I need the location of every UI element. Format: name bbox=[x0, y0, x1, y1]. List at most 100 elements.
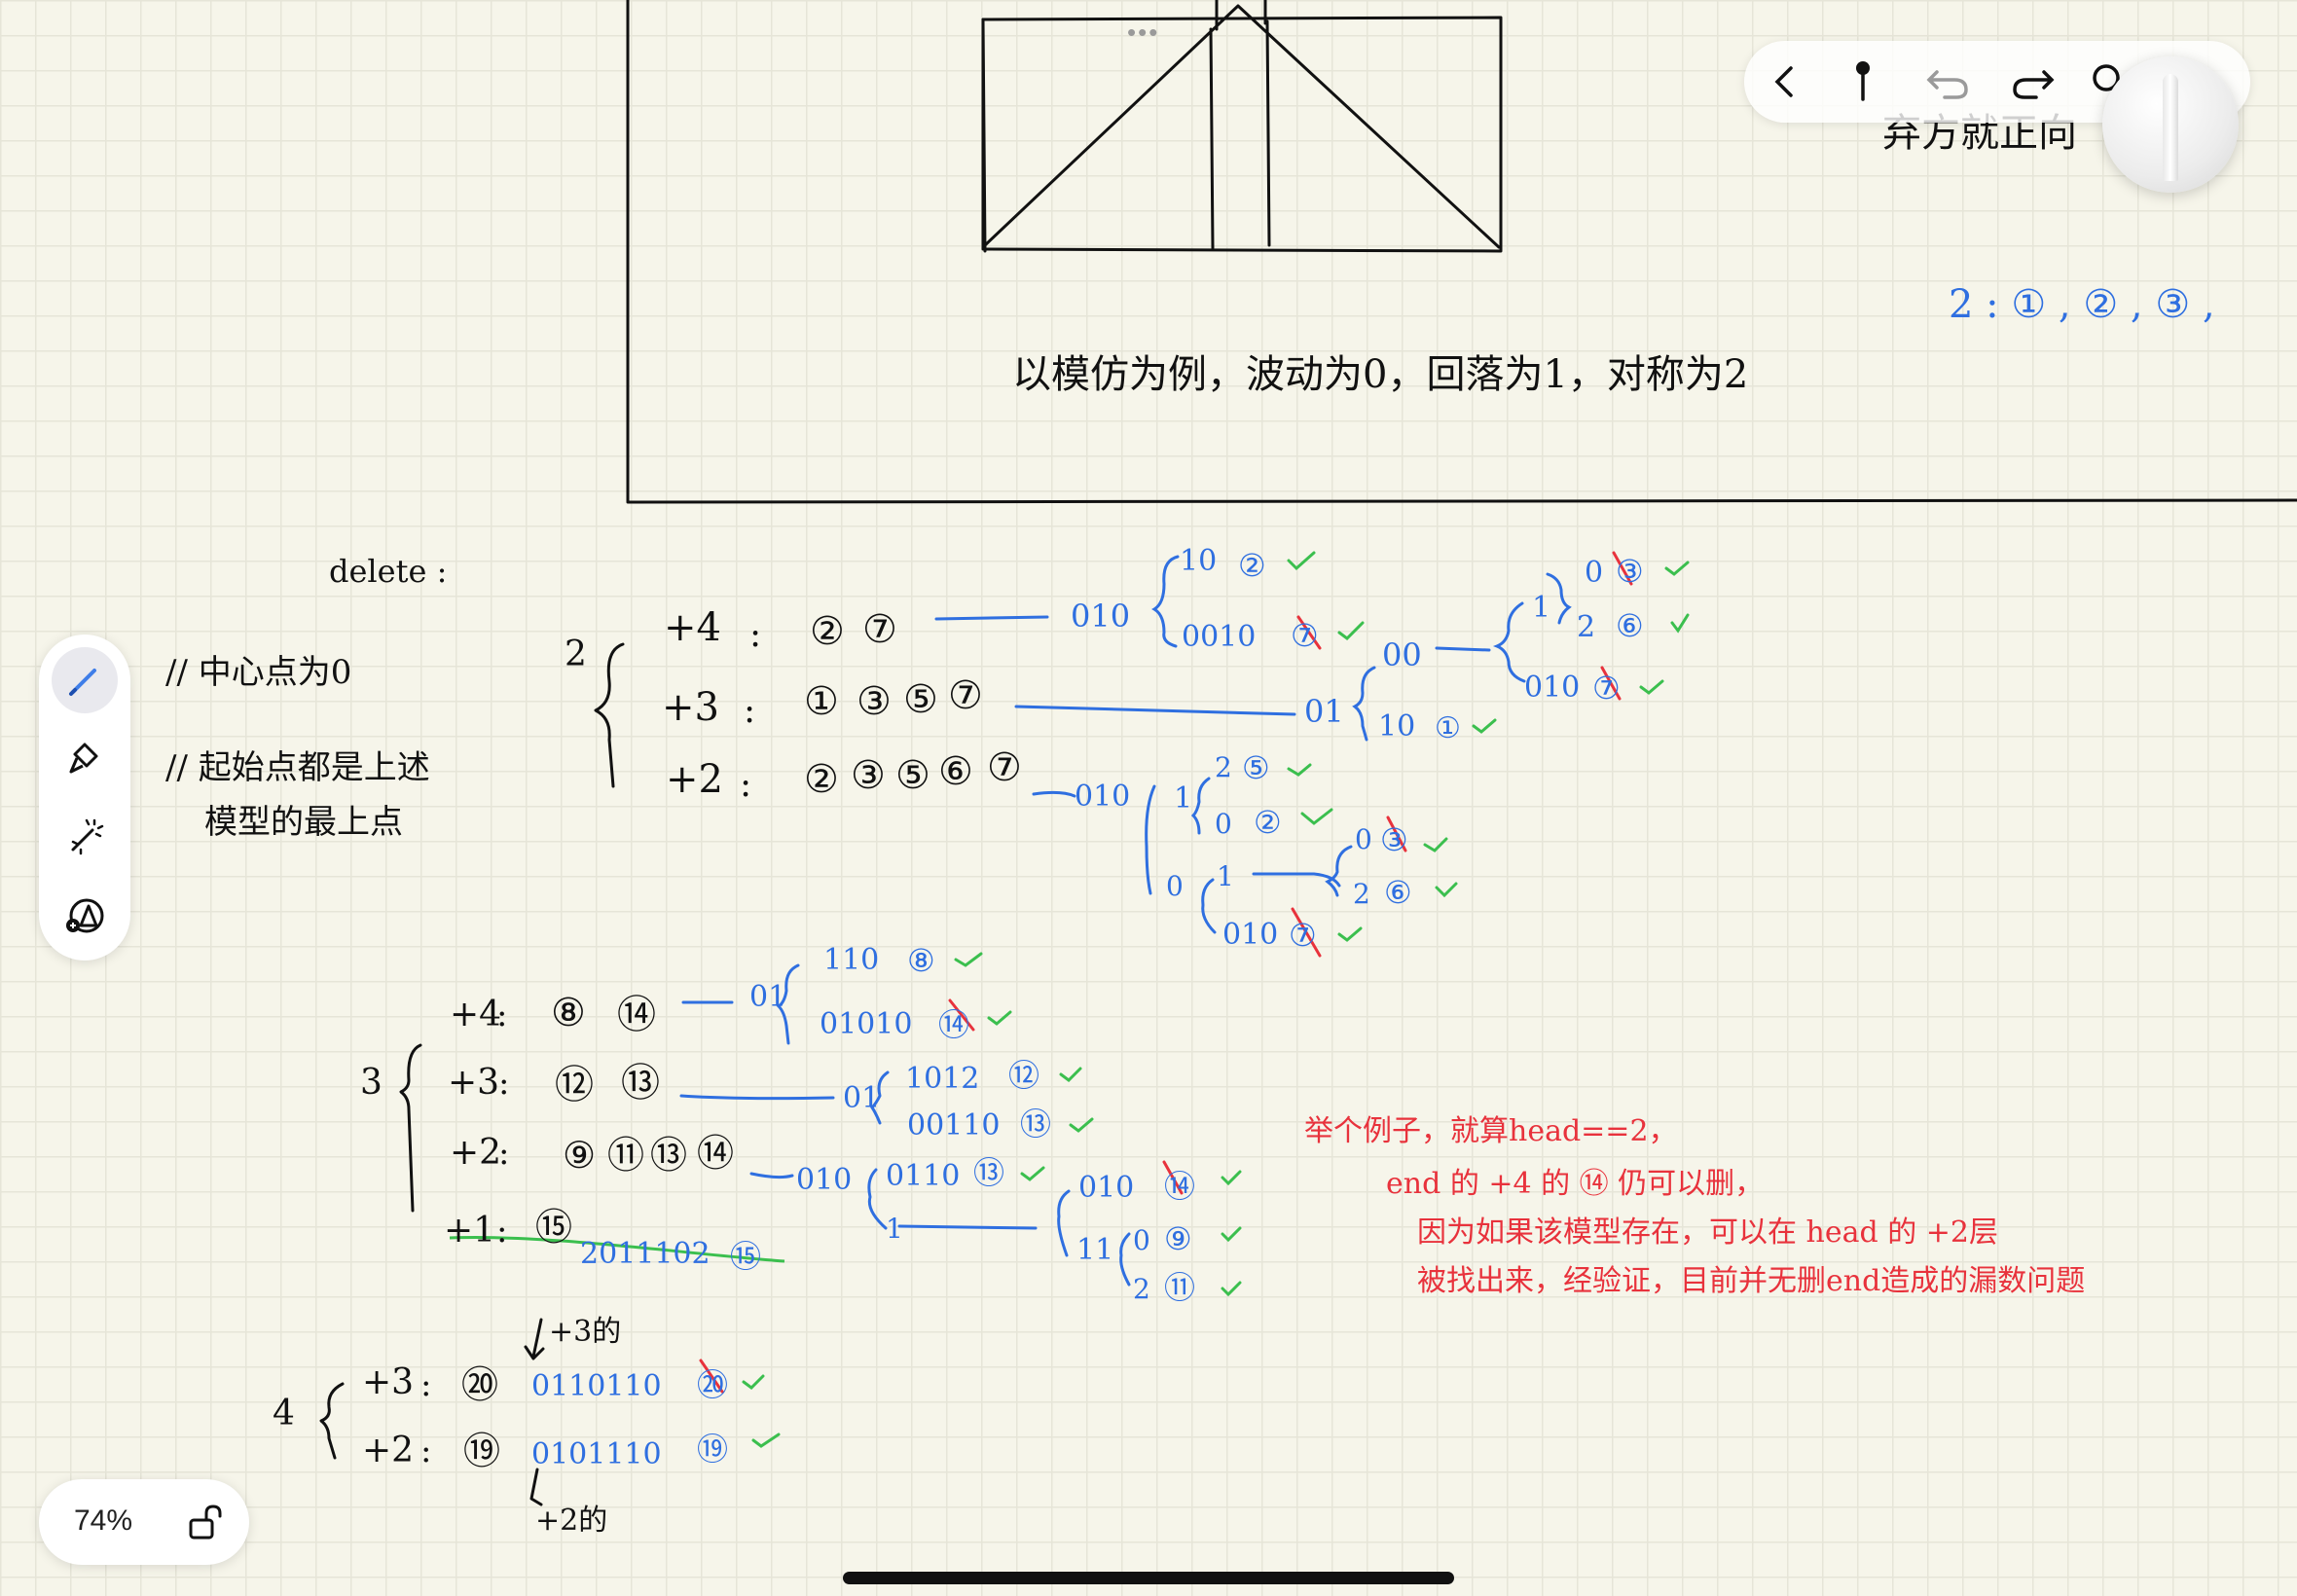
g3-b21: 2011102 bbox=[580, 1237, 711, 1271]
shape-add-icon bbox=[66, 898, 104, 933]
g3-b7: ⑫ bbox=[1008, 1057, 1039, 1094]
g2-b16: 010 bbox=[1075, 780, 1130, 814]
blue-values: 010 10 ② 0010 ⑦ 01 10 ① 00 1 0 ③ 2 ⑥ 010… bbox=[531, 544, 1644, 1471]
group2-label: 2 bbox=[565, 635, 587, 674]
zoom-level: 74% bbox=[74, 1505, 133, 1537]
g2-b17: 1 bbox=[1174, 781, 1192, 816]
g3-b13: 1 bbox=[886, 1213, 903, 1245]
g3-b9: ⑬ bbox=[1020, 1106, 1051, 1143]
g2-r2-n1: ① bbox=[804, 679, 839, 724]
highlighter-tool-button[interactable] bbox=[52, 727, 118, 793]
g2-r3-offset: +2 bbox=[666, 757, 723, 802]
g3-b5: 01 bbox=[843, 1081, 880, 1115]
g2-r3-n2: ③ bbox=[851, 753, 886, 798]
red-annotation: 举个例子，就算head==2， end 的 +4 的 ⑭ 仍可以删， 因为如果该… bbox=[1304, 1114, 2085, 1298]
g2-b29: ⑦ bbox=[1289, 917, 1317, 954]
g2-r1-n2: ⑦ bbox=[862, 607, 897, 652]
g2-b12: 2 bbox=[1577, 610, 1595, 644]
g2-b1: 10 bbox=[1180, 544, 1217, 578]
more-dots-icon[interactable]: ••• bbox=[1127, 18, 1160, 47]
laser-pointer-icon bbox=[71, 818, 104, 855]
g2-b4: ⑦ bbox=[1291, 617, 1319, 654]
g3-b12: ⑬ bbox=[973, 1154, 1004, 1191]
g3-b18: ⑨ bbox=[1164, 1220, 1192, 1257]
g4-r1-sep: : bbox=[420, 1365, 431, 1404]
pin-icon bbox=[1856, 61, 1870, 101]
shape-tool-button[interactable] bbox=[52, 883, 118, 949]
g4-b0: 0110110 bbox=[531, 1369, 662, 1403]
tool-palette bbox=[39, 635, 130, 961]
pen-tool-button[interactable] bbox=[52, 647, 118, 713]
tree-connectors bbox=[679, 555, 1572, 1287]
g2-b5: 01 bbox=[1304, 693, 1344, 730]
group4-label: 4 bbox=[273, 1394, 295, 1433]
g3-r1-n2: ⑭ bbox=[617, 993, 656, 1037]
g2-r1-n1: ② bbox=[810, 609, 845, 654]
g2-b24: 0 bbox=[1355, 823, 1372, 855]
g3-r4-offset: +1 bbox=[444, 1211, 495, 1251]
g3-r3-sep: : bbox=[498, 1134, 509, 1173]
g3-r3-n3: ⑬ bbox=[650, 1134, 687, 1177]
g2-b14: 010 bbox=[1524, 671, 1580, 705]
g2-b13: ⑥ bbox=[1616, 607, 1644, 644]
g3-r3-n1: ⑨ bbox=[563, 1134, 596, 1177]
undo-button[interactable] bbox=[1919, 53, 1978, 111]
g2-r2-n4: ⑦ bbox=[948, 673, 983, 718]
g2-r1-sep: : bbox=[749, 615, 761, 655]
red-note-line2: end 的 +4 的 ⑭ 仍可以删， bbox=[1386, 1167, 1764, 1201]
pin-button[interactable] bbox=[1834, 53, 1892, 111]
g3-b1: 110 bbox=[823, 943, 879, 977]
g3-r1-offset: +4 bbox=[450, 995, 501, 1034]
g4-arrow-top: +3的 bbox=[549, 1315, 621, 1349]
g2-b10: 0 bbox=[1585, 556, 1603, 590]
g4-b3: ⑲ bbox=[697, 1431, 728, 1468]
g2-b0: 010 bbox=[1071, 598, 1130, 635]
check-marks bbox=[742, 551, 1690, 1448]
pen-icon bbox=[69, 669, 96, 696]
lock-button[interactable] bbox=[179, 1497, 230, 1547]
g3-r1-sep: : bbox=[496, 996, 507, 1034]
g2-b9: 1 bbox=[1532, 591, 1550, 625]
pencil-indicator bbox=[2102, 56, 2239, 193]
g2-b3: 0010 bbox=[1182, 620, 1256, 654]
group3-label: 3 bbox=[360, 1063, 383, 1103]
g3-b22: ⑮ bbox=[730, 1238, 761, 1275]
g2-r3-n3: ⑤ bbox=[895, 753, 930, 798]
g3-b3: 01010 bbox=[820, 1007, 912, 1041]
g2-b18: 2 bbox=[1215, 751, 1232, 783]
redo-button[interactable] bbox=[2003, 53, 2061, 111]
g3-r4-sep: : bbox=[496, 1212, 507, 1251]
undo-icon bbox=[1926, 70, 1968, 99]
sketch-diagram bbox=[319, 0, 2297, 1506]
g3-b0: 01 bbox=[749, 980, 786, 1014]
note-start-line2: 模型的最上点 bbox=[204, 803, 403, 842]
laser-tool-button[interactable] bbox=[52, 805, 118, 871]
g3-r3-n4: ⑭ bbox=[697, 1132, 734, 1175]
g2-b6: 10 bbox=[1378, 709, 1415, 744]
pencil-tip bbox=[2163, 74, 2178, 181]
g2-r3-n1: ② bbox=[804, 757, 839, 802]
g4-b1: ⑳ bbox=[697, 1366, 728, 1403]
g2-b19: ⑤ bbox=[1242, 749, 1270, 786]
back-button[interactable] bbox=[1756, 53, 1814, 111]
red-note-line3: 因为如果该模型存在，可以在 head 的 +2层 bbox=[1417, 1215, 1998, 1250]
note-center-zero: // 中心点为0 bbox=[165, 653, 351, 692]
g2-b7: ① bbox=[1435, 711, 1461, 745]
g4-r1-n1: ⑳ bbox=[461, 1363, 498, 1406]
zoom-control[interactable]: 74% bbox=[39, 1479, 249, 1565]
g2-r3-n5: ⑦ bbox=[987, 745, 1022, 790]
g2-r2-sep: : bbox=[744, 691, 755, 731]
handwritten-text: 以模仿为例，波动为0，回落为1，对称为2 弃方就正向 2 : ① , ② , ③… bbox=[165, 111, 2215, 1538]
g3-r3-offset: +2 bbox=[450, 1133, 501, 1173]
home-indicator[interactable] bbox=[843, 1572, 1454, 1584]
g2-r2-n2: ③ bbox=[857, 679, 892, 724]
strike-line bbox=[449, 1235, 785, 1263]
diagram-caption: 以模仿为例，波动为0，回落为1，对称为2 bbox=[1012, 352, 1748, 397]
g2-r3-n4: ⑥ bbox=[938, 749, 973, 794]
g3-b14: 010 bbox=[1078, 1171, 1134, 1205]
g3-r2-offset: +3 bbox=[448, 1063, 499, 1103]
chevron-left-icon bbox=[1774, 66, 1793, 97]
g2-r3-sep: : bbox=[740, 765, 751, 805]
red-note-line1: 举个例子，就算head==2， bbox=[1304, 1114, 1678, 1148]
